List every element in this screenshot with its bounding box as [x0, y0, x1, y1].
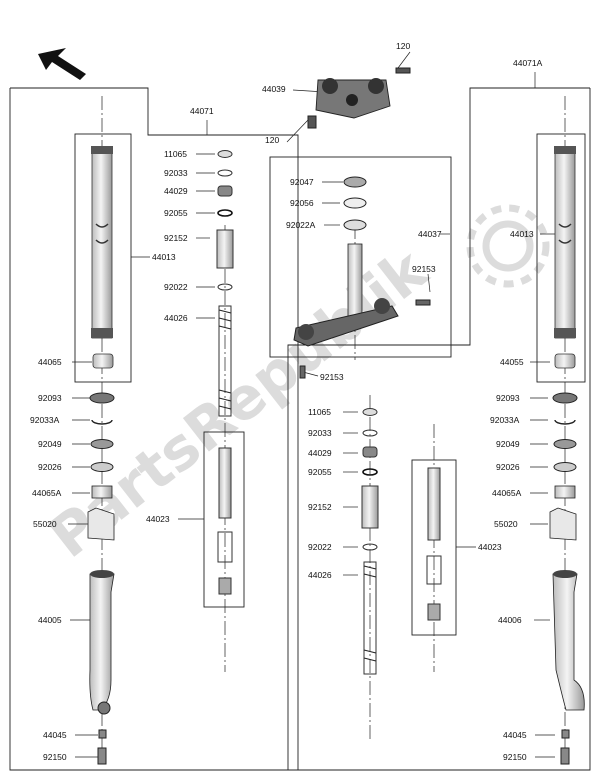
left-fork-tube-box: [74, 133, 132, 383]
label-44013-left: 44013: [152, 252, 176, 262]
label-44065-left: 44065: [38, 357, 62, 367]
label-55020-left: 55020: [33, 519, 57, 529]
label-44026-mid: 44026: [308, 570, 332, 580]
steering-stem-parts: [293, 176, 431, 379]
left-bushing-44065: [92, 353, 114, 369]
stem-shaft: [347, 243, 363, 323]
left-outer-tube-44005: [89, 573, 115, 711]
left-ring-92026: [90, 462, 114, 472]
label-92150-left: 92150: [43, 752, 67, 762]
right-fork-parts: [549, 146, 585, 765]
front-direction-arrow-icon: [38, 48, 86, 80]
label-92022-left: 92022: [164, 282, 188, 292]
label-44037: 44037: [418, 229, 442, 239]
label-92049-right: 92049: [496, 439, 520, 449]
label-92153-right: 92153: [412, 264, 436, 274]
right-fork-tube-box: [536, 133, 586, 383]
label-44029-mid: 44029: [308, 448, 332, 458]
label-44055-right: 44055: [500, 357, 524, 367]
label-92022-mid: 92022: [308, 542, 332, 552]
label-92093-right: 92093: [496, 393, 520, 403]
label-44065a-right: 44065A: [492, 488, 522, 498]
left-bolt-44045: [98, 729, 107, 739]
label-44045-right: 44045: [503, 730, 527, 740]
label-92055-left: 92055: [164, 208, 188, 218]
left-damper-parts: [216, 150, 234, 595]
label-92152-mid: 92152: [308, 502, 332, 512]
left-fork-guard-55020: [87, 507, 115, 541]
left-fork-parts: [87, 146, 115, 765]
left-bolt-92150: [97, 747, 107, 765]
label-120-top: 120: [396, 41, 410, 51]
left-spring-44026: [218, 305, 232, 417]
label-92055-mid: 92055: [308, 467, 332, 477]
left-fork-frame: [9, 87, 299, 771]
top-clamp-44039: [307, 67, 411, 129]
label-92033a-right: 92033A: [490, 415, 520, 425]
label-92033-left: 92033: [164, 168, 188, 178]
label-92033-mid: 92033: [308, 428, 332, 438]
label-92093-left: 92093: [38, 393, 62, 403]
label-44006: 44006: [498, 615, 522, 625]
left-oil-seal-92093: [89, 392, 115, 404]
label-92056: 92056: [290, 198, 314, 208]
left-damper-box: [203, 431, 245, 608]
label-44005: 44005: [38, 615, 62, 625]
label-92152-left: 92152: [164, 233, 188, 243]
label-92033a-left: 92033A: [30, 415, 60, 425]
steering-stem-frame: [269, 156, 452, 358]
label-44023-left: 44023: [146, 514, 170, 524]
label-55020-right: 55020: [494, 519, 518, 529]
label-92047: 92047: [290, 177, 314, 187]
label-92022a: 92022A: [286, 220, 316, 230]
label-11065-left: 11065: [164, 149, 187, 159]
gear-icon: [466, 204, 550, 288]
label-92150-right: 92150: [503, 752, 527, 762]
label-44065a-left: 44065A: [32, 488, 62, 498]
part-labels: 120 44039 120 44071 44071A 11065 92033 4…: [30, 41, 543, 762]
label-44013-right: 44013: [510, 229, 534, 239]
label-92026-left: 92026: [38, 462, 62, 472]
label-92026-right: 92026: [496, 462, 520, 472]
label-44045-left: 44045: [43, 730, 67, 740]
leader-lines: [68, 51, 558, 758]
label-11065-mid: 11065: [308, 407, 331, 417]
label-44029-left: 44029: [164, 186, 188, 196]
label-120-bottom: 120: [265, 135, 279, 145]
label-44071: 44071: [190, 106, 214, 116]
label-92049-left: 92049: [38, 439, 62, 449]
left-circlip-92033a: [91, 419, 113, 425]
left-bushing-44065a: [91, 485, 113, 499]
label-92153-left: 92153: [320, 372, 344, 382]
left-washer-92049: [90, 439, 114, 449]
label-44071a: 44071A: [513, 58, 543, 68]
label-44023-mid: 44023: [478, 542, 502, 552]
label-44026-left: 44026: [164, 313, 188, 323]
right-fork-frame: [287, 87, 591, 771]
middle-damper-parts: [361, 408, 442, 675]
label-44039: 44039: [262, 84, 286, 94]
